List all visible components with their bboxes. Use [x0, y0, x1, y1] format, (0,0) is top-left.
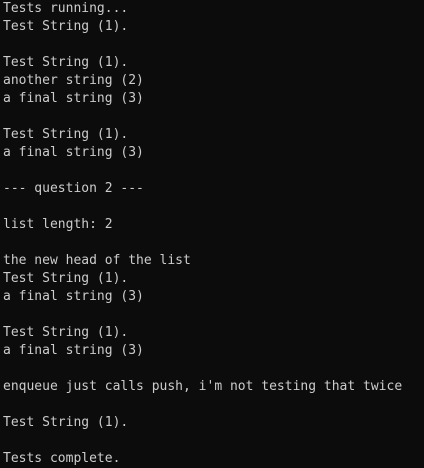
output-line: Tests running... [3, 1, 129, 16]
output-line: a final string (3) [3, 91, 144, 106]
output-line [3, 396, 424, 414]
output-line: Test String (1). [3, 325, 129, 340]
output-line [3, 108, 424, 126]
output-line: Test String (1). [3, 127, 129, 142]
output-line [3, 306, 424, 324]
output-line: another string (2) [3, 73, 144, 88]
output-line: the new head of the list [3, 253, 191, 268]
output-line [3, 360, 424, 378]
output-line: Test String (1). [3, 271, 129, 286]
output-line: Test String (1). [3, 19, 129, 34]
output-line [3, 36, 424, 54]
output-line [3, 198, 424, 216]
output-line: a final string (3) [3, 343, 144, 358]
output-line [3, 234, 424, 252]
output-line: a final string (3) [3, 145, 144, 160]
output-line [3, 432, 424, 450]
output-line: Tests complete. [3, 451, 121, 466]
output-line: --- question 2 --- [3, 181, 144, 196]
output-line [3, 162, 424, 180]
output-line: Test String (1). [3, 55, 129, 70]
output-line: list length: 2 [3, 217, 113, 232]
output-line: Test String (1). [3, 415, 129, 430]
output-line: a final string (3) [3, 289, 144, 304]
output-line: enqueue just calls push, i'm not testing… [3, 379, 403, 394]
